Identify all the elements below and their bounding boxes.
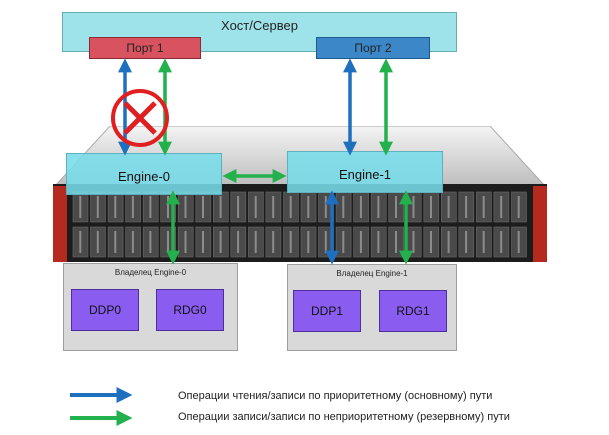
drive-bay-latch [254, 196, 257, 218]
drive-bay-latch [149, 196, 152, 218]
drive-bay-latch [482, 196, 485, 218]
drive-bay-latch [430, 231, 432, 253]
owner-engine-1-box: Владелец Engine-1 DDP1 RDG1 [287, 264, 457, 351]
drive-bay-latch [307, 196, 310, 218]
drive-bay-latch [184, 231, 187, 253]
drive-bay-latch [377, 196, 380, 218]
drive-bay-latch [447, 196, 450, 218]
drive-bay-latch [482, 231, 485, 253]
port-2: Порт 2 [316, 37, 430, 59]
drive-bay-latch [289, 231, 292, 253]
host-label: Хост/Сервер [221, 17, 298, 33]
drive-bay-latch [395, 196, 397, 218]
drive-bay-latch [465, 196, 468, 218]
rdg0-group: RDG0 [156, 289, 224, 331]
drive-bay-latch [342, 196, 345, 218]
drive-bay-latch [79, 231, 82, 253]
legend-backup-label: Операции записи/записи по неприоритетном… [178, 411, 510, 423]
drive-bay-latch [517, 231, 520, 253]
drive-bay-latch [96, 196, 99, 218]
drive-bay-latch [500, 231, 503, 253]
drive-bay-latch [237, 231, 240, 253]
port-1: Порт 1 [89, 37, 201, 59]
drive-bay-latch [114, 231, 117, 253]
drive-bay-latch [254, 231, 257, 253]
drive-bay-latch [430, 196, 432, 218]
drive-bay-latch [96, 231, 99, 253]
drive-bay-latch [272, 196, 275, 218]
drive-bay-latch [272, 231, 275, 253]
drive-bay-latch [395, 231, 397, 253]
drive-bay-latch [131, 196, 134, 218]
engine-1: Engine-1 [287, 151, 443, 193]
drive-bay-latch [184, 196, 187, 218]
drive-bay-latch [447, 231, 450, 253]
drive-bay-latch [359, 231, 362, 253]
drive-bay-latch [202, 231, 204, 253]
drive-bay-latch [342, 231, 345, 253]
drive-bay-latch [202, 196, 204, 218]
owner-engine-0-box: Владелец Engine-0 DDP0 RDG0 [63, 263, 238, 351]
engine-0-label: Engine-0 [117, 168, 171, 184]
drive-bay-latch [465, 231, 468, 253]
drive-bay-latch [289, 196, 292, 218]
drive-bay-latch [412, 231, 415, 253]
drive-bay-latch [517, 196, 520, 218]
port-2-label: Порт 2 [354, 41, 392, 55]
engine-0: Engine-0 [66, 153, 222, 195]
ddp0-pool: DDP0 [71, 289, 139, 331]
drive-bay-latch [219, 231, 222, 253]
drive-bay-latch [377, 231, 380, 253]
rdg1-group: RDG1 [379, 290, 447, 332]
drive-bay-latch [114, 196, 117, 218]
drive-bay-latch [500, 196, 503, 218]
drive-bay-latch [359, 196, 362, 218]
drive-bay-latch [131, 231, 134, 253]
drive-bay-latch [237, 196, 240, 218]
owner-engine-0-title: Владелец Engine-0 [114, 268, 187, 277]
drive-bay-latch [307, 231, 310, 253]
legend-primary-label: Операции чтения/записи по приоритетному … [178, 390, 493, 402]
drive-bay-latch [412, 196, 415, 218]
drive-bay-latch [219, 196, 222, 218]
drive-bay-latch [149, 231, 152, 253]
engine-1-label: Engine-1 [338, 166, 392, 182]
drive-bay-latch [79, 196, 82, 218]
port-1-label: Порт 1 [126, 41, 164, 55]
owner-engine-1-title: Владелец Engine-1 [336, 269, 408, 278]
failure-x-icon [111, 89, 169, 147]
ddp1-pool: DDP1 [293, 290, 361, 332]
